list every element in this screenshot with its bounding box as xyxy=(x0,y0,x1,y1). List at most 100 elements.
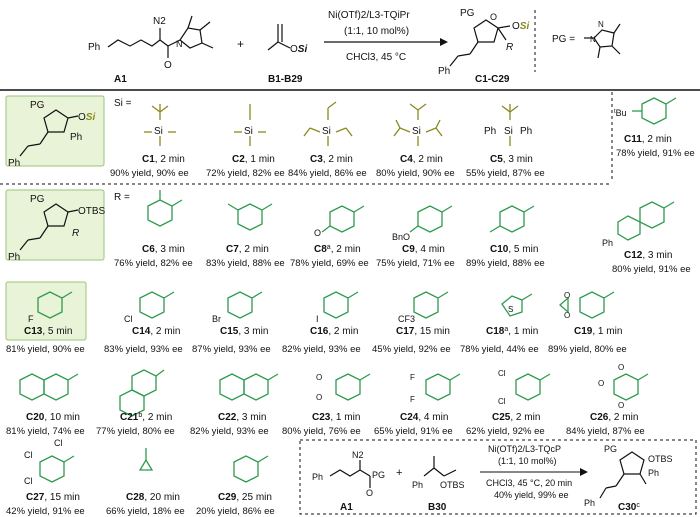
reactant-b-structure xyxy=(267,24,291,51)
c30-a-label: A1 xyxy=(340,502,353,513)
c16-caption: C16, 2 min xyxy=(310,326,358,337)
c30-ph: Ph xyxy=(648,468,659,478)
conditions-label: CHCl3, 45 °C xyxy=(346,52,406,63)
row1-structures xyxy=(147,190,675,241)
c28-result: 66% yield, 18% ee xyxy=(106,506,185,517)
c30-product-structure xyxy=(599,451,647,499)
c26-caption: C26, 2 min xyxy=(590,412,638,423)
c7-result: 83% yield, 88% ee xyxy=(206,258,285,269)
c11-structure xyxy=(632,97,677,125)
r-core-r: R xyxy=(72,228,79,239)
c1-caption: C1, 2 min xyxy=(142,154,185,165)
c30-product-label: C30c xyxy=(618,502,640,514)
row2-structures xyxy=(37,291,615,319)
c30-ph-vinyl: Ph xyxy=(584,498,595,508)
c14-result: 83% yield, 93% ee xyxy=(104,344,183,355)
c25-result: 62% yield, 92% ee xyxy=(466,426,545,437)
b-label: B1-B29 xyxy=(268,74,303,85)
c8-o: O xyxy=(314,228,321,238)
row2-captions: C13, 5 min 81% yield, 90% ee C14, 2 min … xyxy=(6,326,627,356)
plus-sign: + xyxy=(237,37,244,51)
c17-cf3: CF3 xyxy=(398,314,415,324)
si-core-pg: PG xyxy=(30,100,45,111)
c12-ph: Ph xyxy=(602,238,613,248)
product-osi-label: OSi xyxy=(512,21,529,32)
c30-a-n2: N2 xyxy=(352,450,364,460)
product-ph-label: Ph xyxy=(438,66,450,77)
c3-structure xyxy=(303,101,353,146)
pyrazole-n-label: N xyxy=(598,20,604,29)
row3-captions: C20, 10 min 81% yield, 74% ee C21b, 2 mi… xyxy=(6,412,645,438)
c30-otbs: OTBS xyxy=(648,454,673,464)
top-reaction: Ph N2 O N A1 + OSi B1-B29 Ni(OTf)2/L3-TQ… xyxy=(88,8,621,85)
a1-ph-label: Ph xyxy=(88,42,100,53)
product-o-label: O xyxy=(490,12,497,22)
c14-cl: Cl xyxy=(124,314,133,324)
c5-ph1: Ph xyxy=(484,126,496,137)
c30-b30-structure xyxy=(423,456,457,477)
c9-caption: C9, 4 min xyxy=(402,244,445,255)
pg-eq-label: PG = xyxy=(552,34,575,45)
r-panel: PG OTBS R Ph R = xyxy=(5,189,130,263)
r-core-ph-vinyl: Ph xyxy=(8,252,20,263)
c28-caption: C28, 20 min xyxy=(126,492,180,503)
pyrazole-n2-label: N xyxy=(590,35,596,44)
c30-conditions: CHCl3, 45 °C, 20 min xyxy=(486,478,572,488)
c12-caption: C12, 3 min xyxy=(624,250,672,261)
c2-caption: C2, 1 min xyxy=(232,154,275,165)
reagent-label: Ni(OTf)2/L3-TQiPr xyxy=(328,10,410,21)
c18-caption: C18a, 1 min xyxy=(486,326,538,338)
c21-result: 77% yield, 80% ee xyxy=(96,426,175,437)
c30-a-pg: PG xyxy=(372,470,385,480)
c8-result: 78% yield, 69% ee xyxy=(290,258,369,269)
c19-result: 89% yield, 80% ee xyxy=(548,344,627,355)
c23-o1: O xyxy=(316,373,322,382)
c27-result: 42% yield, 91% ee xyxy=(6,506,85,517)
c30-b-label: B30 xyxy=(428,502,447,513)
c19-o2: O xyxy=(564,311,570,320)
c30-pg: PG xyxy=(604,444,617,454)
product-pg-label: PG xyxy=(460,8,475,19)
c4-caption: C4, 2 min xyxy=(400,154,443,165)
c27-cl3: Cl xyxy=(24,476,33,486)
a1-label: A1 xyxy=(114,74,127,85)
c26-o1: O xyxy=(618,363,624,372)
c21-caption: C21b, 2 min xyxy=(120,412,172,424)
row1-labels: O BnO Ph xyxy=(314,228,613,248)
c15-br: Br xyxy=(212,314,221,324)
c3-result: 84% yield, 86% ee xyxy=(288,168,367,179)
b-osi-label: OSi xyxy=(290,44,307,55)
c20-result: 81% yield, 74% ee xyxy=(6,426,85,437)
product-r-label: R xyxy=(506,42,513,53)
si-panel: PG OSi Ph Ph Si = Si Si xyxy=(5,95,545,179)
row1-captions: C6, 3 min 76% yield, 82% ee C7, 2 min 83… xyxy=(114,244,691,276)
c5-caption: C5, 3 min xyxy=(490,154,533,165)
product-structure xyxy=(449,19,511,67)
c30-reagent: Ni(OTf)2/L3-TQcP xyxy=(488,444,561,454)
c6-result: 76% yield, 82% ee xyxy=(114,258,193,269)
c8-caption: C8a, 2 min xyxy=(314,244,361,256)
c30-a-ph: Ph xyxy=(312,472,323,482)
c11-entry: tBu C11, 2 min 78% yield, 91% ee xyxy=(614,97,695,159)
c3-caption: C3, 2 min xyxy=(310,154,353,165)
c30-arrow-head xyxy=(580,468,588,476)
arrow-head xyxy=(440,38,448,46)
c1-result: 90% yield, 90% ee xyxy=(110,168,189,179)
si-captions: C1, 2 min 90% yield, 90% ee C2, 1 min 72… xyxy=(110,154,545,179)
c19-o1: O xyxy=(564,291,570,300)
c2-result: 72% yield, 82% ee xyxy=(206,168,285,179)
c30-result: 40% yield, 99% ee xyxy=(494,490,569,500)
c9-result: 75% yield, 71% ee xyxy=(376,258,455,269)
c30-box: Ph N2 PG O A1 + Ph OTBS B30 Ni(OTf)2/L3-… xyxy=(299,439,697,515)
c1-si-atom: Si xyxy=(154,126,163,137)
c13-caption: C13, 5 min xyxy=(24,326,72,337)
c9-bno: BnO xyxy=(392,232,410,242)
r-core-box xyxy=(5,189,105,261)
c24-f1: F xyxy=(410,373,415,382)
c6-caption: C6, 3 min xyxy=(142,244,185,255)
c18-s: S xyxy=(508,305,513,314)
c3-si-atom: Si xyxy=(322,126,331,137)
c30-plus: + xyxy=(396,467,402,479)
loading-label: (1:1, 10 mol%) xyxy=(344,26,409,37)
si-core-osi: OSi xyxy=(78,112,95,123)
